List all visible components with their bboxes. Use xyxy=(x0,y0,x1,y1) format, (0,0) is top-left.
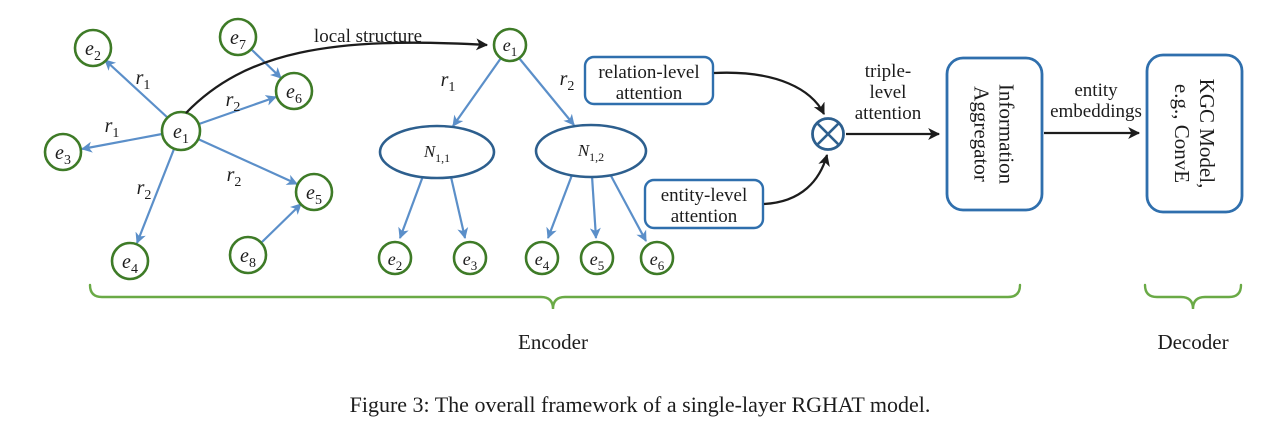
svg-text:N1,1: N1,1 xyxy=(423,142,450,165)
entity-embeddings-label: entity embeddings xyxy=(1050,80,1142,122)
svg-text:e6: e6 xyxy=(650,249,665,273)
edge-n12-e5 xyxy=(589,175,601,239)
tree-label-r1: r1 xyxy=(441,69,456,95)
svg-text:e1: e1 xyxy=(503,35,518,59)
node-e1: e1 xyxy=(160,110,202,152)
leaf-e6: e6 xyxy=(639,240,675,276)
local-structure-label: local structure xyxy=(314,26,422,47)
tree-label-r2: r2 xyxy=(560,68,575,94)
edge-e8-e5 xyxy=(261,203,302,243)
edge-n11-e3 xyxy=(449,176,469,239)
kgc-label-line2: e.g., ConvE xyxy=(1170,84,1194,183)
node-e7: e7 xyxy=(218,17,258,57)
entity-attention-box: entity-level attention xyxy=(643,178,765,230)
decoder-brace xyxy=(1143,283,1243,310)
svg-text:N1,2: N1,2 xyxy=(577,141,604,164)
svg-text:entity-level: entity-level xyxy=(661,185,748,206)
tree-root: e1 xyxy=(492,27,528,63)
svg-text:relation-level: relation-level xyxy=(598,62,699,83)
relation-to-product-arrow xyxy=(713,71,826,115)
kgc-label-line1: KGC Model, xyxy=(1195,79,1219,189)
edge-label-r2-b: r2 xyxy=(137,177,152,203)
svg-text:e3: e3 xyxy=(463,249,478,273)
edge-e7-e6 xyxy=(251,49,282,79)
svg-text:e4: e4 xyxy=(535,249,550,273)
svg-text:triple-: triple- xyxy=(865,61,911,82)
svg-text:e2: e2 xyxy=(85,38,101,64)
tree-leaves: e2 e3 e4 e5 e6 xyxy=(377,240,675,276)
svg-text:level: level xyxy=(870,82,907,103)
edge-n11-e2 xyxy=(398,175,425,239)
triple-attention-label: triple- level attention xyxy=(855,61,922,124)
svg-text:e6: e6 xyxy=(286,81,302,107)
edge-root-n12 xyxy=(518,57,575,126)
edge-e1-e6 xyxy=(198,95,277,126)
leaf-e3: e3 xyxy=(452,240,488,276)
kgc-model-box: KGC Model, e.g., ConvE xyxy=(1145,53,1244,214)
group-n11: N1,1 xyxy=(378,124,496,180)
leaf-e2: e2 xyxy=(377,240,413,276)
svg-text:attention: attention xyxy=(671,206,738,227)
edge-e1-e3 xyxy=(81,132,163,153)
svg-text:attention: attention xyxy=(855,103,922,124)
svg-text:e3: e3 xyxy=(55,142,71,168)
left-graph-edges xyxy=(81,49,302,244)
svg-text:e4: e4 xyxy=(122,251,138,277)
svg-text:e5: e5 xyxy=(590,249,605,273)
svg-text:e2: e2 xyxy=(388,249,403,273)
information-aggregator-box: Information Aggregator xyxy=(945,56,1044,212)
encoder-label: Encoder xyxy=(518,330,588,354)
node-e4: e4 xyxy=(110,241,150,281)
node-e3: e3 xyxy=(43,132,83,172)
svg-text:e5: e5 xyxy=(306,182,322,208)
svg-text:attention: attention xyxy=(616,83,683,104)
edge-e1-e4 xyxy=(135,148,176,244)
tree-edges xyxy=(398,57,647,242)
node-e5: e5 xyxy=(294,172,334,212)
edge-label-r1-a: r1 xyxy=(136,67,151,93)
aggregator-label-line1: Information xyxy=(995,84,1019,185)
edge-e1-e2 xyxy=(104,59,169,119)
relation-attention-box: relation-level attention xyxy=(583,55,715,106)
node-e8: e8 xyxy=(228,235,268,275)
svg-text:e1: e1 xyxy=(173,121,189,147)
edge-n12-e4 xyxy=(546,174,574,239)
svg-text:embeddings: embeddings xyxy=(1050,101,1142,122)
edge-label-r2-a: r2 xyxy=(226,89,241,115)
left-graph-nodes: e2 e7 e6 e1 e3 e4 e8 e5 xyxy=(43,17,334,281)
entity-to-product-arrow xyxy=(763,153,830,206)
node-e6: e6 xyxy=(274,71,314,111)
aggregator-label-line2: Aggregator xyxy=(970,86,994,182)
svg-text:e7: e7 xyxy=(230,27,246,53)
edge-label-r2-c: r2 xyxy=(227,164,242,190)
tree-edge-labels: r1 r2 xyxy=(441,68,575,95)
decoder-label: Decoder xyxy=(1157,330,1228,354)
edge-e1-e5 xyxy=(197,137,298,186)
circled-times-icon xyxy=(811,117,845,151)
leaf-e4: e4 xyxy=(524,240,560,276)
left-graph-edge-labels: r1 r1 r2 r2 r2 xyxy=(105,67,242,203)
svg-text:entity: entity xyxy=(1074,80,1118,101)
edge-n12-e6 xyxy=(609,173,647,242)
figure-caption: Figure 3: The overall framework of a sin… xyxy=(350,392,931,417)
local-structure-arrow xyxy=(185,38,489,114)
node-e2: e2 xyxy=(73,28,113,68)
svg-text:e8: e8 xyxy=(240,245,256,271)
edge-label-r1-b: r1 xyxy=(105,115,120,141)
edge-root-n11 xyxy=(452,57,502,127)
encoder-brace xyxy=(88,283,1022,310)
leaf-e5: e5 xyxy=(579,240,615,276)
group-n12: N1,2 xyxy=(534,123,648,179)
